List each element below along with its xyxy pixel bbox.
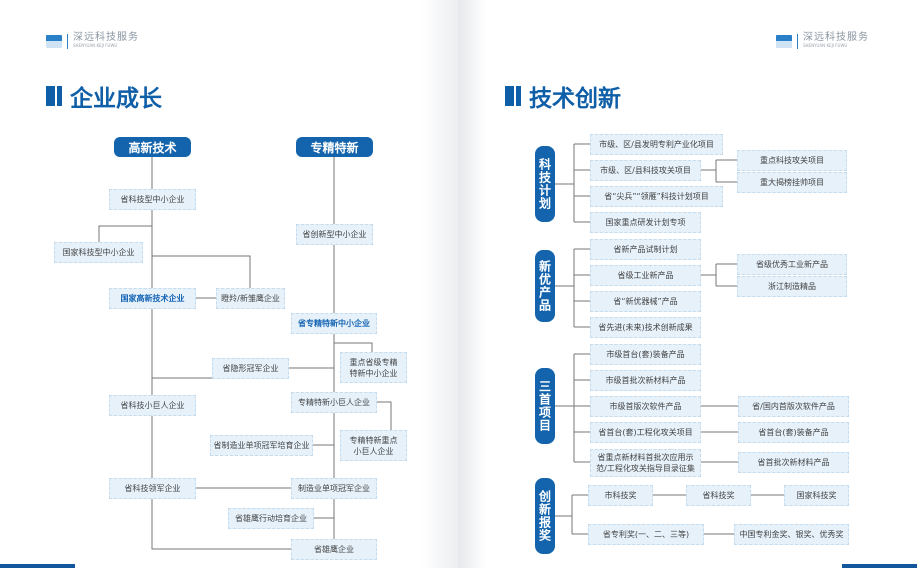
growth-box: 省科技型中小企业 xyxy=(109,189,196,210)
innovation-box: 市科技奖 xyxy=(588,485,653,506)
innovation-box: 省科技奖 xyxy=(686,485,751,506)
growth-box: 省科技领军企业 xyxy=(109,478,196,499)
innovation-box: 中国专利金奖、银奖、优秀奖 xyxy=(734,524,849,545)
innovation-box: 市级、区/县科技攻关项目 xyxy=(590,160,701,181)
growth-box: 省隐形冠军企业 xyxy=(212,358,289,379)
header-specialized: 专精特新 xyxy=(296,137,373,157)
growth-box: 省科技小巨人企业 xyxy=(109,395,196,416)
title-bar-icon xyxy=(46,86,62,106)
innovation-box: 省级优秀工业新产品 xyxy=(737,254,847,275)
innovation-box: 省首台(套)装备产品 xyxy=(738,422,849,443)
innovation-box: 省新产品试制计划 xyxy=(590,239,701,260)
innovation-box: 省“尖兵”“领雁”科技计划项目 xyxy=(590,186,723,207)
growth-box: 省制造业单项冠军培育企业 xyxy=(210,435,313,456)
growth-box: 瞪羚/新雏鹰企业 xyxy=(216,288,285,309)
title-bar-icon xyxy=(505,86,521,106)
logo-mountain-icon xyxy=(776,34,792,48)
innovation-box: 市级、区/县发明专利产业化项目 xyxy=(590,134,723,155)
growth-box-highlight: 国家高新技术企业 xyxy=(109,288,196,309)
innovation-box: 重大揭榜挂帅项目 xyxy=(737,172,847,193)
innovation-box: 浙江制造精品 xyxy=(737,276,847,297)
innovation-box: 省重点新材料首批次应用示范/工程化攻关指导目录征集 xyxy=(590,449,701,477)
innovation-box: 国家科技奖 xyxy=(784,485,849,506)
growth-box: 重点省级专精特新中小企业 xyxy=(340,352,407,383)
header-high-tech: 高新技术 xyxy=(114,137,191,157)
innovation-box: 市级首版次软件产品 xyxy=(590,396,701,417)
growth-box: 专精特新重点小巨人企业 xyxy=(340,430,407,461)
innovation-box: 国家重点研发计划专项 xyxy=(590,212,701,233)
innovation-box: 省首台(套)工程化攻关项目 xyxy=(590,422,701,443)
category-awards: 创新报奖 xyxy=(535,478,555,554)
innovation-box: 省级工业新产品 xyxy=(590,265,701,286)
growth-box: 省创新型中小企业 xyxy=(296,224,373,245)
innovation-box: 省/国内首版次软件产品 xyxy=(738,396,849,417)
growth-box: 制造业单项冠军企业 xyxy=(291,478,377,499)
logo-mountain-icon xyxy=(46,34,62,48)
brand-pinyin: SHENYUAN KEJI FUWU xyxy=(803,43,848,48)
page-title: 技术创新 xyxy=(505,79,621,113)
growth-box-highlight: 省专精特新中小企业 xyxy=(291,313,377,334)
innovation-box: 市级首批次新材料产品 xyxy=(590,370,701,391)
page-title: 企业成长 xyxy=(46,79,162,113)
growth-box: 国家科技型中小企业 xyxy=(54,242,143,263)
footer-bar xyxy=(0,564,75,568)
innovation-box: 省首批次新材料产品 xyxy=(738,452,849,473)
footer-bar xyxy=(842,564,917,568)
brand-name: 深远科技服务 xyxy=(73,32,139,43)
growth-box: 省雄鹰企业 xyxy=(291,539,377,560)
brand-pinyin: SHENYUAN KEJI FUWU xyxy=(73,43,118,48)
innovation-box: 省专利奖(一、二、三等) xyxy=(588,524,704,545)
innovation-box: 重点科技攻关项目 xyxy=(737,150,847,171)
growth-box: 省雄鹰行动培育企业 xyxy=(228,508,314,529)
brand-name: 深远科技服务 xyxy=(803,32,869,43)
innovation-box: 省先进(未来)技术创新成果 xyxy=(590,317,701,338)
category-tech-plan: 科技计划 xyxy=(535,146,555,222)
category-new-products: 新优产品 xyxy=(535,250,555,322)
innovation-box: 省“新优器械”产品 xyxy=(590,291,701,312)
growth-box: 专精特新小巨人企业 xyxy=(291,392,377,413)
innovation-box: 市级首台(套)装备产品 xyxy=(590,344,701,365)
category-three-firsts: 三首项目 xyxy=(535,368,555,444)
